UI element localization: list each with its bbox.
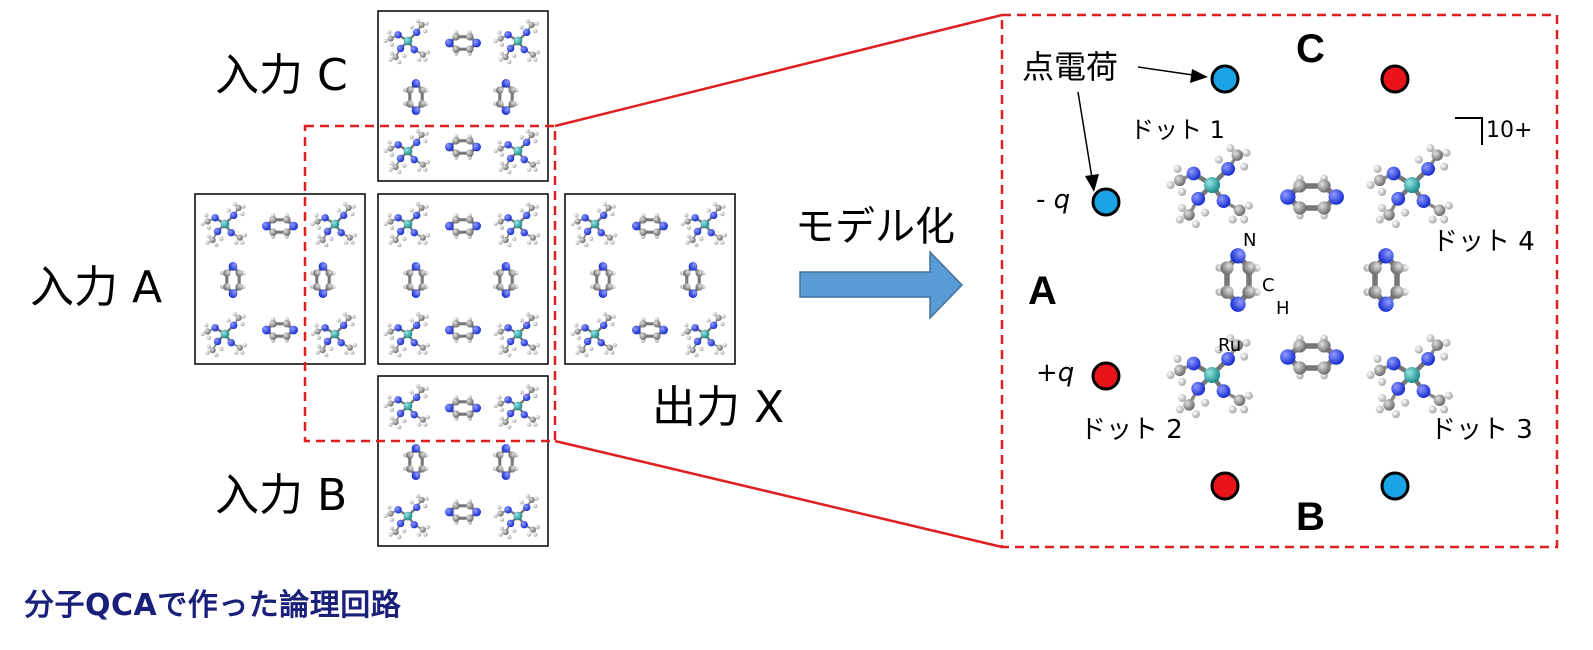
cell-input-c (377, 10, 549, 182)
label-input-c: 入力 C (215, 50, 348, 101)
charge-bottom-right (1380, 471, 1410, 501)
label-side-c: C (1296, 27, 1325, 71)
label-input-b: 入力 B (215, 470, 347, 521)
charge-bottom-left (1210, 471, 1240, 501)
label-minus-q: - q (1036, 185, 1070, 215)
label-charge-state: 10+ (1486, 118, 1532, 143)
label-point-charge: 点電荷 (1022, 48, 1118, 86)
cell-input-a (194, 193, 366, 365)
zoom-panel (1000, 13, 1559, 549)
label-output-x: 出力 X (652, 382, 784, 433)
label-atom-c: C (1262, 275, 1275, 296)
charge-minus-q (1091, 187, 1121, 217)
model-arrow-icon (799, 250, 964, 320)
label-side-b: B (1296, 495, 1325, 539)
label-plus-q: +q (1036, 358, 1074, 388)
cell-input-b (377, 375, 549, 547)
label-dot1: ドット 1 (1130, 116, 1225, 144)
zoom-line-top (554, 13, 1003, 128)
cell-output-x (564, 193, 736, 365)
label-dot3: ドット 3 (1430, 415, 1533, 445)
label-input-a: 入力 A (30, 262, 162, 313)
charge-top-left (1210, 64, 1240, 94)
charge-plus-q (1091, 361, 1121, 391)
caption: 分子QCAで作った論理回路 (24, 588, 402, 623)
selection-box (303, 124, 557, 443)
cell-center (377, 193, 549, 365)
label-dot4: ドット 4 (1432, 227, 1535, 257)
zoom-line-bottom (554, 439, 1003, 549)
charge-state-bracket (1455, 117, 1483, 145)
label-atom-n: N (1243, 230, 1256, 251)
label-atom-ru: Ru (1218, 335, 1241, 356)
label-dot2: ドット 2 (1080, 415, 1183, 445)
charge-pointer-arrows (1077, 66, 1208, 192)
label-model-arrow: モデル化 (795, 204, 955, 250)
label-atom-h: H (1276, 298, 1290, 319)
label-side-a: A (1028, 269, 1057, 313)
charge-top-right (1380, 64, 1410, 94)
